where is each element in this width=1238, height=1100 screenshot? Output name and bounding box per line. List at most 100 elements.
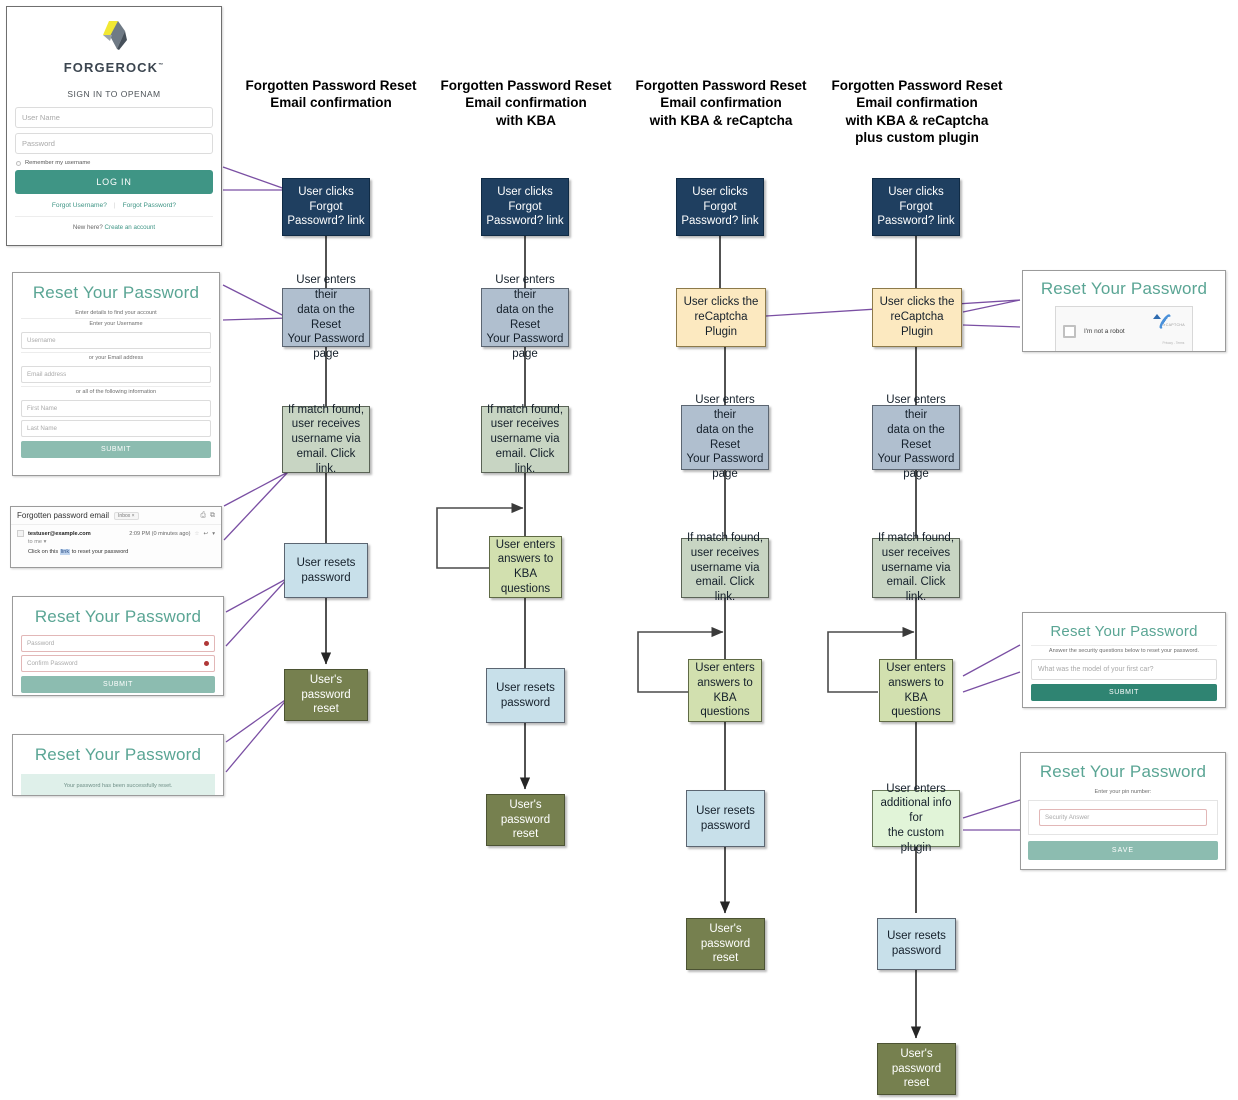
reset-success-message: Your password has been successfully rese…: [21, 774, 215, 795]
find-submit-button[interactable]: SUBMIT: [21, 441, 211, 458]
email-recipient[interactable]: to me ▾: [28, 539, 47, 545]
reset-find-title: Reset Your Password: [32, 283, 200, 302]
log-in-button[interactable]: LOG IN: [15, 170, 213, 194]
column-heading-2: Forgotten Password Reset Email confirmat…: [440, 78, 612, 128]
plugin-subtitle: Enter your pin number:: [1094, 789, 1152, 795]
node-c2-forgot-password-link[interactable]: User clicks Forgot Password? link: [481, 178, 569, 236]
reset-set-password-mock: Reset Your Password Password Confirm Pas…: [12, 596, 224, 696]
node-c4-forgot-password-link[interactable]: User clicks Forgot Password? link: [872, 178, 960, 236]
captcha-title: Reset Your Password: [1040, 279, 1208, 298]
login-heading: SIGN IN TO OPENAM: [67, 89, 161, 99]
reset-find-account-mock: Reset Your Password Enter details to fin…: [12, 272, 220, 476]
reply-icon[interactable]: ↩: [203, 530, 209, 537]
forgotten-password-email-mock: Forgotten password email Inbox × ⎙ ⧉ tes…: [10, 506, 222, 568]
star-icon[interactable]: ☆: [194, 530, 200, 537]
node-c1-enter-data[interactable]: User enters their data on the Reset Your…: [282, 274, 370, 360]
column-heading-3: Forgotten Password Reset Email confirmat…: [635, 78, 807, 128]
kba-subtitle: Answer the security questions below to r…: [1031, 645, 1217, 656]
kba-answer-input[interactable]: What was the model of your first car?: [1031, 659, 1217, 680]
popout-icon[interactable]: ⧉: [210, 511, 215, 519]
trademark-symbol: ™: [158, 62, 165, 69]
reset-done-title: Reset Your Password: [34, 745, 202, 764]
kba-questions-mock: Reset Your Password Answer the security …: [1022, 612, 1226, 708]
openam-login-mock: FORGEROCK™ SIGN IN TO OPENAM User Name P…: [6, 6, 222, 246]
email-inbox-label[interactable]: Inbox ×: [114, 511, 139, 520]
node-c2-kba-questions[interactable]: User enters answers to KBA questions: [489, 536, 562, 598]
im-not-a-robot-label: I'm not a robot: [1084, 327, 1125, 335]
node-c3-kba-questions[interactable]: User enters answers to KBA questions: [688, 659, 762, 722]
node-c4-user-resets-password[interactable]: User resets password: [877, 918, 956, 970]
kba-submit-button[interactable]: SUBMIT: [1031, 684, 1217, 701]
im-not-a-robot-checkbox[interactable]: [1063, 324, 1076, 338]
forgot-password-link[interactable]: Forgot Password?: [122, 202, 177, 209]
username-input[interactable]: User Name: [15, 107, 213, 128]
node-c4-password-reset-done[interactable]: User's password reset: [877, 1043, 956, 1095]
recaptcha-terms[interactable]: Privacy - Terms: [1162, 341, 1185, 345]
node-c1-password-reset-done[interactable]: User's password reset: [284, 669, 368, 721]
plugin-save-button[interactable]: SAVE: [1028, 841, 1218, 860]
node-c2-user-resets-password[interactable]: User resets password: [486, 668, 565, 723]
reset-find-subtitle: Enter details to find your account: [75, 310, 157, 316]
node-c3-match-found-email[interactable]: If match found, user receives username v…: [681, 532, 769, 603]
security-answer-input[interactable]: Security Answer: [1039, 809, 1207, 826]
node-c3-user-resets-password[interactable]: User resets password: [686, 790, 765, 847]
kba-title: Reset Your Password: [1050, 623, 1198, 640]
remember-username-checkbox[interactable]: Remember my username: [16, 160, 212, 166]
node-c1-match-found-email[interactable]: If match found, user receives username v…: [282, 404, 370, 475]
recaptcha-widget[interactable]: I'm not a robot reCAPTCHA Privacy - Term…: [1055, 306, 1193, 351]
node-c4-recaptcha-plugin[interactable]: User clicks the reCaptcha Plugin: [872, 288, 962, 347]
node-c4-enter-data[interactable]: User enters their data on the Reset Your…: [872, 394, 960, 480]
forgerock-logo: [7, 11, 221, 58]
password-input[interactable]: Password: [15, 133, 213, 154]
node-c2-enter-data[interactable]: User enters their data on the Reset Your…: [481, 274, 569, 360]
node-c3-password-reset-done[interactable]: User's password reset: [686, 918, 765, 970]
node-c1-user-resets-password[interactable]: User resets password: [284, 543, 368, 598]
more-options-icon[interactable]: ▾: [212, 530, 215, 537]
email-timestamp: 2:09 PM (0 minutes ago): [129, 530, 191, 537]
chevron-down-icon[interactable]: ▾: [43, 539, 47, 545]
checkbox-icon: [16, 160, 21, 166]
node-c4-match-found-email[interactable]: If match found, user receives username v…: [872, 532, 960, 603]
custom-plugin-mock: Reset Your Password Enter your pin numbe…: [1020, 752, 1226, 870]
node-c4-custom-plugin-info[interactable]: User enters additional info for the cust…: [872, 783, 960, 854]
remember-username-label: Remember my username: [25, 160, 91, 166]
column-heading-1: Forgotten Password Reset Email confirmat…: [245, 78, 417, 111]
print-icon[interactable]: ⎙: [200, 511, 206, 519]
section-email-label: or your Email address: [21, 352, 211, 363]
email-body-before: Click on this: [28, 549, 59, 555]
find-last-name-input[interactable]: Last Name: [21, 420, 211, 437]
recaptcha-brand: reCAPTCHA: [1161, 323, 1185, 327]
forgot-username-link[interactable]: Forgot Username?: [51, 202, 107, 209]
node-c3-forgot-password-link[interactable]: User clicks Forgot Password? link: [676, 178, 764, 236]
link-separator: |: [113, 202, 116, 209]
avatar: [17, 530, 24, 537]
label-remove-icon[interactable]: ×: [131, 512, 135, 519]
new-here-label: New here?: [72, 224, 103, 231]
node-c2-password-reset-done[interactable]: User's password reset: [486, 794, 565, 846]
find-email-input[interactable]: Email address: [21, 366, 211, 383]
find-first-name-input[interactable]: First Name: [21, 400, 211, 417]
email-body-after: to reset your password: [71, 549, 129, 555]
reset-set-title: Reset Your Password: [34, 607, 202, 626]
plugin-title: Reset Your Password: [1039, 762, 1207, 781]
error-icon: [204, 641, 209, 646]
reset-password-link[interactable]: link: [59, 549, 71, 555]
new-password-input[interactable]: Password: [21, 635, 215, 652]
section-all-info-label: or all of the following information: [21, 386, 211, 397]
node-c4-kba-questions[interactable]: User enters answers to KBA questions: [879, 659, 953, 722]
error-icon: [204, 661, 209, 666]
node-c1-forgot-password-link[interactable]: User clicks Forgot Passowrd? link: [282, 178, 370, 236]
find-username-input[interactable]: Username: [21, 332, 211, 349]
node-c2-match-found-email[interactable]: If match found, user receives username v…: [481, 404, 569, 475]
node-c3-enter-data[interactable]: User enters their data on the Reset Your…: [681, 394, 769, 480]
confirm-password-input[interactable]: Confirm Password: [21, 655, 215, 672]
column-heading-4: Forgotten Password Reset Email confirmat…: [831, 78, 1003, 145]
email-body: Click on this link to reset your passwor…: [28, 549, 215, 555]
email-subject: Forgotten password email: [17, 511, 110, 520]
section-username-label: Enter your Username: [21, 318, 211, 329]
create-account-link[interactable]: Create an account: [104, 224, 156, 231]
reset-submit-button[interactable]: SUBMIT: [21, 676, 215, 693]
node-c3-recaptcha-plugin[interactable]: User clicks the reCaptcha Plugin: [676, 288, 766, 347]
recaptcha-mock: Reset Your Password I'm not a robot reCA…: [1022, 270, 1226, 352]
